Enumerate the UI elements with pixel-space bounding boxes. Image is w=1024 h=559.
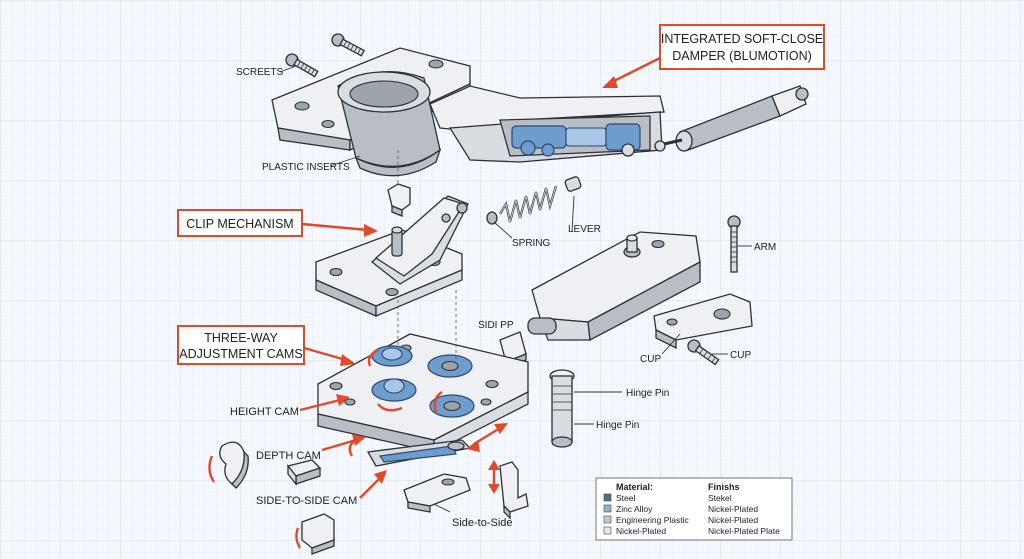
lever-part	[527, 231, 701, 342]
leader-lines	[279, 65, 752, 513]
label-screets: SCREETS	[236, 67, 284, 78]
legend-swatch-1	[603, 504, 612, 513]
soft-close-damper	[429, 85, 809, 163]
hinge-pin-part	[549, 369, 575, 448]
arm-screw	[727, 215, 741, 273]
clip-callout: CLIP MECHANISM	[177, 209, 303, 237]
label-side-to-side-cam: SIDE-TO-SIDE CAM	[256, 495, 357, 507]
adjustment-plate	[317, 290, 529, 454]
side-cam-block	[295, 513, 335, 555]
part-labels: SCREETS PLASTIC INSERTS SPRING LEVER ARM…	[230, 67, 776, 529]
clip-mechanism-part	[315, 150, 469, 317]
legend-material-1: Zinc Alloy	[616, 504, 653, 514]
cup-bracket	[653, 293, 753, 350]
label-hinge-pin-2: Hinge Pin	[596, 420, 639, 431]
depth-cam-part	[208, 441, 249, 489]
cup-screw	[687, 339, 720, 366]
spring-part	[486, 176, 582, 225]
label-cup-1: CUP	[640, 354, 661, 365]
label-sidi-pp: SIDI PP	[478, 320, 514, 331]
cams-callout: THREE-WAY ADJUSTMENT CAMS	[177, 325, 305, 365]
legend-swatch-2	[603, 515, 612, 524]
damper-callout: INTEGRATED SOFT-CLOSE DAMPER (BLUMOTION)	[659, 24, 825, 70]
label-cup-2: CUP	[730, 350, 751, 361]
legend-finish-1: Nickel-Plated	[708, 504, 758, 514]
label-depth-cam: DEPTH CAM	[256, 450, 321, 462]
label-arm: ARM	[754, 242, 776, 253]
label-side-to-side: Side-to-Side	[452, 517, 513, 529]
legend-material-0: Steel	[616, 493, 635, 503]
label-hinge-pin-1: Hinge Pin	[626, 388, 669, 399]
screw-top-1	[331, 33, 366, 57]
screw-top-2	[285, 53, 319, 78]
legend-finish-3: Nickel-Plated Plate	[708, 526, 780, 536]
hinge-cup-assembly	[271, 47, 471, 177]
damper-callout-line-1: INTEGRATED SOFT-CLOSE	[661, 32, 823, 46]
cams-callout-line-2: ADJUSTMENT CAMS	[179, 347, 302, 361]
depth-cam-block	[286, 459, 322, 486]
side-to-side-slider	[499, 461, 529, 520]
legend-material-3: Nickel-Plated	[616, 526, 666, 536]
legend-material-2: Engineering Plastic	[616, 515, 690, 525]
legend-finish-header: Finishs	[708, 482, 740, 492]
legend-swatch-0	[603, 493, 612, 502]
clip-callout-text: CLIP MECHANISM	[186, 217, 293, 231]
label-height-cam: HEIGHT CAM	[230, 406, 299, 418]
callout-arrows	[299, 56, 661, 499]
legend-finish-0: Stekel	[708, 493, 732, 503]
legend-material-header: Material:	[616, 482, 653, 492]
legend-swatch-3	[603, 526, 612, 535]
cams-callout-line-1: THREE-WAY	[204, 331, 278, 345]
side-to-side-cam-part	[403, 473, 471, 513]
label-lever: LEVER	[568, 224, 601, 235]
label-plastic-inserts: PLASTIC INSERTS	[262, 162, 350, 173]
label-spring: SPRING	[512, 238, 551, 249]
legend-finish-2: Nickel-Plated	[708, 515, 758, 525]
material-legend: Material: Finishs Steel Stekel Zinc Allo…	[595, 477, 793, 541]
damper-callout-line-2: DAMPER (BLUMOTION)	[672, 49, 812, 63]
